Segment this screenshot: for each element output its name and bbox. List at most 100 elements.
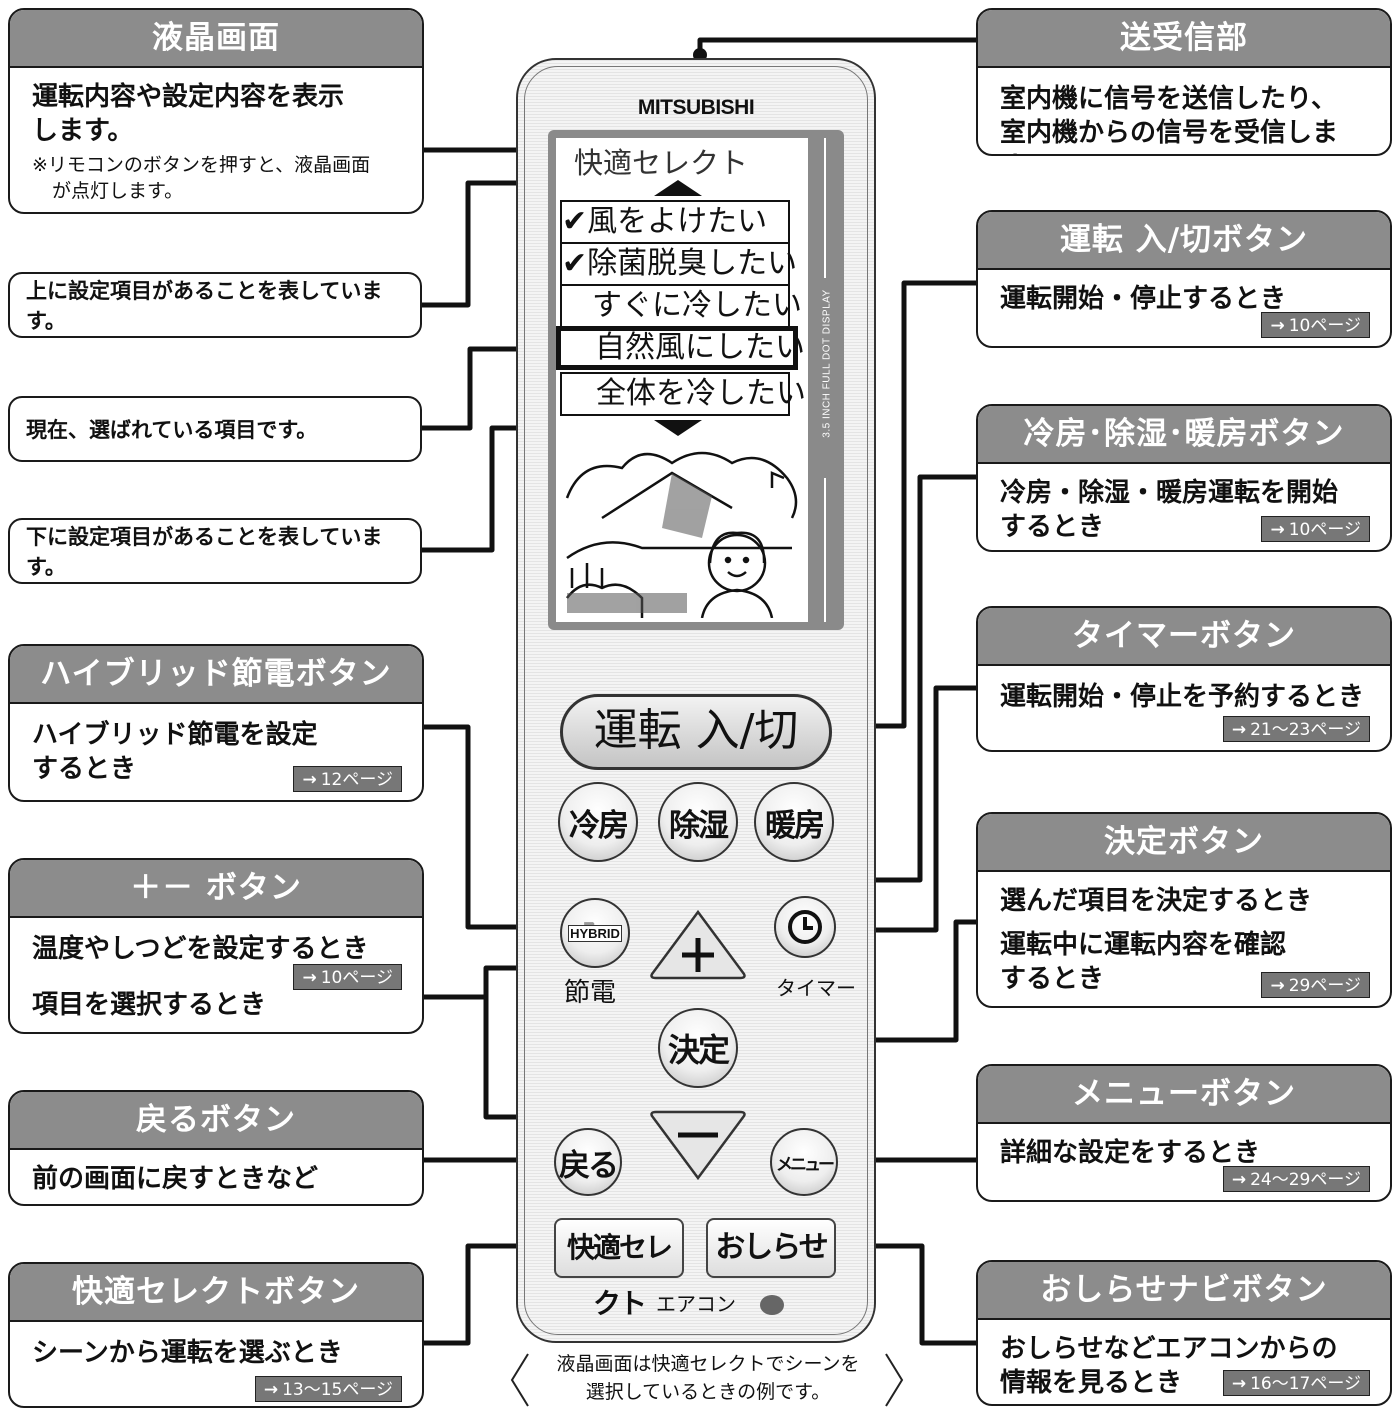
page-ref: →13～15ページ [254,1376,402,1402]
callout-ok: 決定ボタン 選んだ項目を決定するとき 運転中に運転内容を確認 するとき →29ペ… [976,812,1392,1008]
callout-up-items: 上に設定項目があることを表しています。 [8,272,422,338]
callout-body: 運転開始・停止を予約するとき [1000,682,1365,712]
callout-body: 選んだ項目を決定するとき [1000,886,1313,916]
page-ref: →29ページ [1261,972,1370,998]
callout-body: 運転中に運転内容を確認 するとき [1000,930,1287,994]
menu-button[interactable]: メニュー [770,1128,838,1196]
callout-kaiteki: 快適セレクトボタン シーンから運転を選ぶとき →13～15ページ [8,1262,424,1408]
hybrid-caption: 節電 [564,978,617,1008]
oshirase-label: おしらせ [715,1230,828,1265]
caption-brackets [510,1353,904,1407]
arrow-icon: → [1270,976,1285,996]
callout-title: 液晶画面 [10,10,422,68]
callout-back: 戻るボタン 前の画面に戻すときなど [8,1090,424,1206]
lcd-screen: 快適セレクト ✔風をよけたい ✔除菌脱臭したい すぐに冷したい 自然風にしたい … [556,138,808,622]
callout-body: 運転内容や設定内容を表示 します。 [32,82,345,146]
arrow-icon: → [302,968,317,988]
remote-control: MITSUBISHI 快適セレクト ✔風をよけたい ✔除菌脱臭したい すぐに冷し… [516,58,876,1343]
callout-body: おしらせなどエアコンからの 情報を見るとき [1000,1334,1338,1398]
callout-note: ※リモコンのボタンを押すと、液晶画面 [32,154,371,176]
callout-body: 室内機に信号を送信したり、 室内機からの信号を受信します。 [1000,84,1339,154]
lcd-title: 快適セレクト [574,146,749,180]
page-ref: →10ページ [293,964,402,990]
callout-lcd: 液晶画面 運転内容や設定内容を表示 します。 ※リモコンのボタンを押すと、液晶画… [8,8,424,214]
kaiteki-select-button[interactable]: 快適セレクト [554,1218,684,1320]
clock-icon [788,910,822,944]
callout-down-items: 下に設定項目があることを表しています。 [8,518,422,584]
heat-button[interactable]: 暖房 [754,782,834,862]
lcd-item: すぐに冷したい [560,284,802,328]
lcd-item: ✔風をよけたい [560,200,790,244]
callout-mode: 冷房･除湿･暖房ボタン 冷房・除湿・暖房運転を開始 するとき →10ページ [976,404,1392,552]
lcd-side-text: 3.5 INCH FULL DOT DISPLAY [821,289,833,438]
power-button[interactable]: 運転 入/切 [560,694,832,770]
lcd-item: ✔除菌脱臭したい [560,242,797,286]
callout-title: 戻るボタン [10,1092,422,1150]
callout-menu: メニューボタン 詳細な設定をするとき →24～29ページ [976,1064,1392,1202]
callout-timer: タイマーボタン 運転開始・停止を予約するとき →21～23ページ [976,606,1392,752]
callout-power: 運転 入/切ボタン 運転開始・停止するとき →10ページ [976,210,1392,348]
ok-button[interactable]: 決定 [658,1008,738,1088]
callout-title: 冷房･除湿･暖房ボタン [978,406,1390,464]
lcd-item-selected: 自然風にしたい [556,326,805,370]
callout-title: 決定ボタン [978,814,1390,872]
callout-body: シーンから運転を選ぶとき [32,1338,343,1368]
page-ref: →24～29ページ [1222,1166,1370,1192]
scroll-up-icon [654,180,702,196]
arrow-icon: → [1231,720,1247,740]
lcd-side-strip: 3.5 INCH FULL DOT DISPLAY [812,138,838,622]
scene-illustration [565,451,798,618]
scroll-down-icon [654,420,702,436]
callout-body: 温度やしつどを設定するとき [32,934,369,964]
arrow-icon: → [1231,1374,1247,1394]
page-ref: →21～23ページ [1222,716,1370,742]
callout-body: 前の画面に戻すときなど [32,1164,319,1194]
page-ref: →10ページ [1261,516,1370,542]
plus-button[interactable] [648,908,748,982]
timer-button[interactable] [774,896,836,958]
arrow-icon: → [1231,1170,1247,1190]
arrow-icon: → [302,770,317,790]
callout-title: タイマーボタン [978,608,1390,666]
callout-title: 運転 入/切ボタン [978,212,1390,270]
callout-transceiver: 送受信部 室内機に信号を送信したり、 室内機からの信号を受信します。 [976,8,1392,156]
callout-title: ＋－ ボタン [10,860,422,918]
callout-title: ハイブリッド節電ボタン [10,646,422,704]
caption: 液晶画面は快適セレクトでシーンを 選択しているときの例です。 [518,1350,898,1406]
arrow-icon: → [1270,520,1285,540]
arrow-icon: → [1270,316,1285,336]
footer-label: エアコン [656,1292,736,1316]
leaf-icon [760,1294,784,1315]
callout-body: 運転開始・停止するとき [1000,284,1287,314]
remote-inner-border [524,66,868,1335]
callout-title: メニューボタン [978,1066,1390,1124]
timer-caption: タイマー [776,976,856,1000]
callout-title: 快適セレクトボタン [10,1264,422,1322]
caption-line2: 選択しているときの例です。 [585,1381,831,1403]
back-button[interactable]: 戻る [554,1128,622,1196]
callout-body: ハイブリッド節電を設定 するとき [32,720,318,784]
dehumidify-button[interactable]: 除湿 [658,782,738,862]
page-ref: →16～17ページ [1222,1370,1370,1396]
lcd-panel: 快適セレクト ✔風をよけたい ✔除菌脱臭したい すぐに冷したい 自然風にしたい … [548,130,844,630]
oshirase-navi-button[interactable]: おしらせ [706,1218,836,1315]
caption-line1: 液晶画面は快適セレクトでシーンを [556,1353,860,1375]
callout-selected-item: 現在、選ばれている項目です。 [8,396,422,462]
hybrid-button[interactable]: ↻ HYBRID [560,898,630,968]
callout-plusminus: ＋－ ボタン 温度やしつどを設定するとき →10ページ 項目を選択するとき [8,858,424,1034]
brand-logo: MITSUBISHI [637,96,755,119]
cool-button[interactable]: 冷房 [558,782,638,862]
hybrid-label: HYBRID [568,924,622,942]
minus-button[interactable] [648,1108,748,1182]
callout-hybrid: ハイブリッド節電ボタン ハイブリッド節電を設定 するとき →12ページ [8,644,424,802]
callout-title: おしらせナビボタン [978,1262,1390,1320]
page-ref: →10ページ [1261,312,1370,338]
callout-navi: おしらせナビボタン おしらせなどエアコンからの 情報を見るとき →16～17ペー… [976,1260,1392,1406]
page-ref: →12ページ [293,766,402,792]
arrow-icon: → [263,1380,279,1400]
callout-body: 冷房・除湿・暖房運転を開始 するとき [1000,478,1339,542]
callout-body: 項目を選択するとき [32,990,267,1020]
callout-title: 送受信部 [978,10,1390,68]
callout-body: 詳細な設定をするとき [1000,1138,1261,1168]
lcd-item: 全体を冷したい [560,372,806,416]
